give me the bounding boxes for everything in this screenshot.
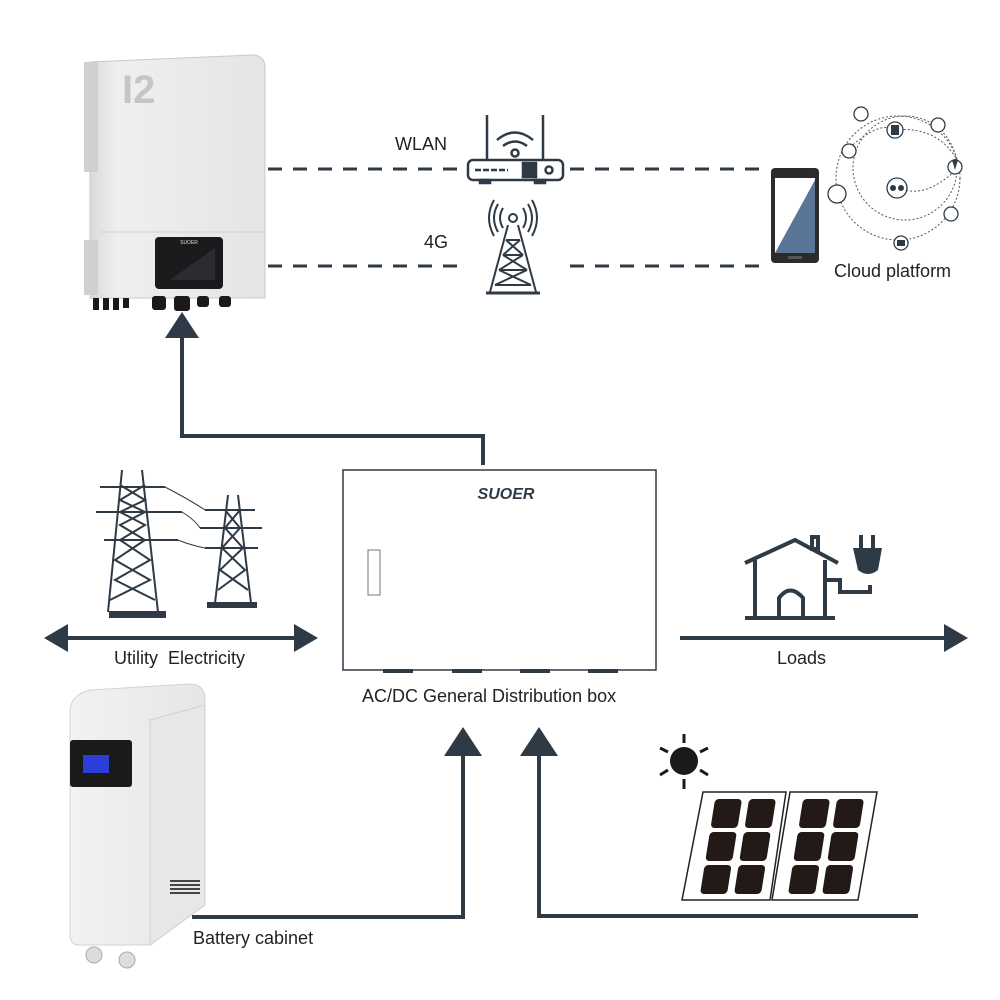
- share-icon: [841, 143, 857, 159]
- inverter-brand: SUOER: [180, 240, 198, 246]
- battery-vent: [170, 880, 200, 894]
- solar-feed-arrow: [520, 727, 918, 918]
- battery-cabinet: [69, 683, 206, 969]
- inverter-feed-arrow: [165, 312, 485, 465]
- distribution-box-brand: SUOER: [478, 486, 535, 503]
- clock-icon: [943, 206, 959, 222]
- communication-links: [268, 167, 765, 268]
- loads-arrow: [680, 624, 968, 652]
- battery-cabinet-label: Battery cabinet: [193, 928, 314, 948]
- wifi-router-icon: [466, 115, 565, 185]
- loads-label: Loads: [777, 648, 827, 668]
- inverter-model-mark: I2: [122, 68, 155, 112]
- solar-panels-icon: [681, 791, 878, 901]
- wlan-label: WLAN: [395, 134, 448, 154]
- vent-grille-bottom: [84, 240, 98, 295]
- distribution-box: SUOER: [342, 469, 657, 673]
- battery-lcd: [83, 755, 109, 773]
- smartphone-icon: [771, 168, 819, 263]
- vent-grille-top: [84, 62, 98, 172]
- power-plug-icon: [853, 535, 882, 574]
- solar-cells: [700, 799, 864, 894]
- cloud-icon: [853, 106, 869, 122]
- house-load-icon: [744, 535, 872, 620]
- 4g-label: 4G: [424, 232, 449, 252]
- cloud-platform-label: Cloud platform: [834, 261, 952, 281]
- wifi-icon: [827, 184, 847, 204]
- battery-feed-arrow: [192, 727, 482, 919]
- sun-icon: [659, 734, 709, 789]
- users-icon: [886, 177, 908, 199]
- utility-bidirectional-arrow: [44, 624, 318, 652]
- utility-electricity-label: Utility Electricity: [114, 648, 246, 668]
- hybrid-inverter: I2 SUOER: [84, 54, 266, 311]
- distribution-box-label: AC/DC General Distribution box: [362, 686, 617, 706]
- search-icon: [930, 117, 946, 133]
- distribution-box-door-handle: [367, 549, 381, 596]
- inverter-connectors: [93, 296, 231, 311]
- cell-tower-icon: [486, 199, 540, 295]
- power-transmission-towers-icon: [96, 469, 262, 618]
- distribution-box-terminals: [383, 669, 618, 673]
